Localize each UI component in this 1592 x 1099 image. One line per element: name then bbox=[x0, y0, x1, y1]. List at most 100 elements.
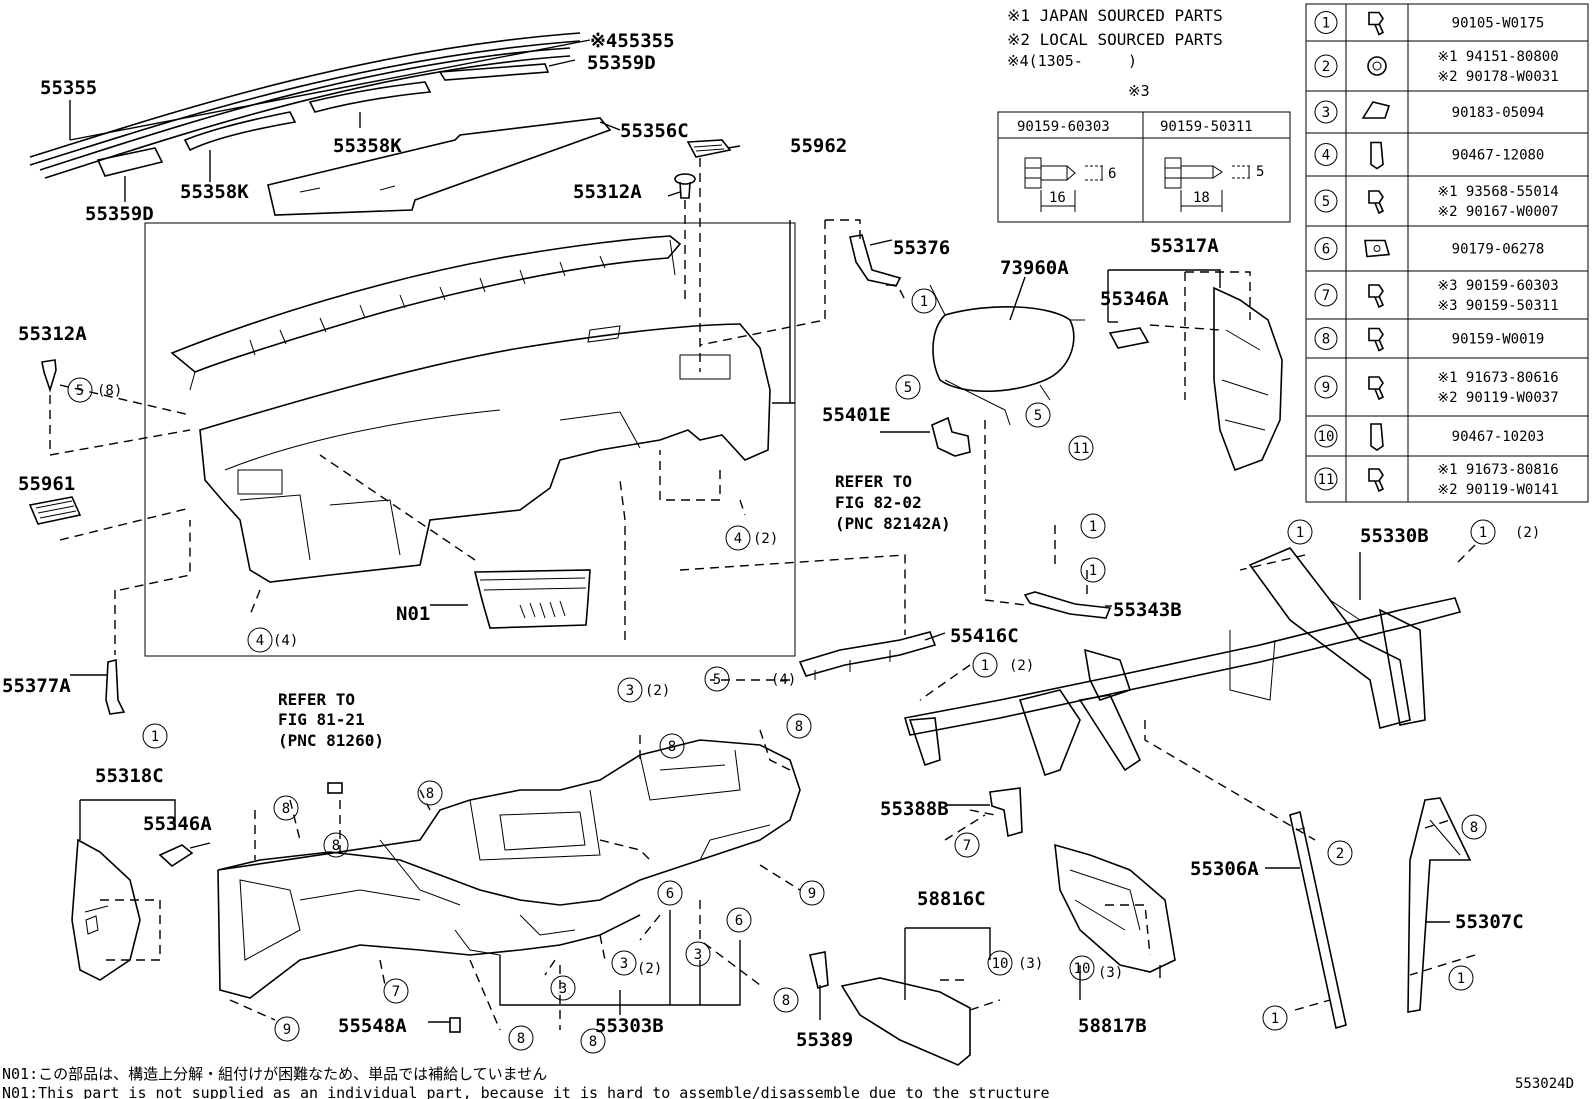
clip-55548a bbox=[449, 1017, 461, 1033]
fastener-number-6 bbox=[1314, 237, 1338, 260]
callout-4 bbox=[725, 525, 751, 551]
callout-5 bbox=[1025, 402, 1051, 428]
fastener-part-number: ※3 90159-50311 bbox=[1437, 298, 1558, 314]
callout-number: 6 bbox=[735, 913, 743, 929]
speaker-grille bbox=[686, 139, 732, 158]
callout-number: 5 bbox=[76, 383, 84, 399]
fastener-part-number: 90159-W0019 bbox=[1452, 332, 1545, 348]
svg-text:FIG 82-02: FIG 82-02 bbox=[835, 493, 922, 512]
quantity-labels: (8) (2) (4) (2) (4) (2) (2) (2) (3) (3) bbox=[97, 383, 1540, 981]
label-55356c: 55356C bbox=[620, 120, 689, 142]
brace-55306a bbox=[1289, 810, 1347, 1030]
callout-number: 8 bbox=[1470, 820, 1478, 836]
callout-4 bbox=[247, 627, 273, 653]
fastener-part-number: ※2 90178-W0031 bbox=[1437, 69, 1558, 85]
fastener-number-2 bbox=[1314, 54, 1338, 78]
label-55359d-bottom: 55359D bbox=[85, 203, 154, 225]
fastener-part-number: ※3 90159-60303 bbox=[1437, 278, 1558, 294]
fastener-number-4 bbox=[1314, 143, 1338, 166]
qty-10-3-b: (3) bbox=[1098, 965, 1123, 981]
fastener-number-5 bbox=[1314, 189, 1338, 213]
callout-number: 5 bbox=[713, 672, 721, 688]
fastener-number-label: 10 bbox=[1318, 429, 1335, 445]
callout-2 bbox=[1327, 840, 1353, 866]
lower-frame-55303b bbox=[217, 739, 801, 999]
fastener-part-number: 90467-12080 bbox=[1452, 148, 1545, 164]
fastener-number-10 bbox=[1314, 424, 1338, 448]
fastener-number-label: 3 bbox=[1322, 105, 1330, 121]
qty-4-4: (4) bbox=[273, 633, 298, 649]
callout-number: 1 bbox=[981, 658, 989, 674]
bracket-55377a bbox=[105, 658, 126, 715]
callout-8 bbox=[417, 780, 443, 806]
callout-8 bbox=[273, 795, 299, 821]
instrument-panel bbox=[170, 235, 771, 583]
callout-8 bbox=[1461, 814, 1487, 840]
qty-3-2: (2) bbox=[645, 683, 670, 699]
square-nut-icon bbox=[1364, 239, 1391, 258]
bolt-icon bbox=[1368, 11, 1385, 36]
fastener-number-label: 8 bbox=[1322, 332, 1330, 348]
callout-5 bbox=[704, 666, 730, 692]
label-55355-s4: ※455355 bbox=[590, 30, 675, 52]
callout-number: 5 bbox=[1034, 408, 1042, 424]
callout-1 bbox=[1470, 519, 1496, 545]
fastener-number-label: 11 bbox=[1318, 472, 1335, 488]
dim-60303-length: 16 bbox=[1049, 190, 1066, 206]
label-55388b: 55388B bbox=[880, 798, 949, 820]
glove-box-58817b bbox=[1054, 843, 1176, 973]
leader-lines bbox=[49, 39, 1476, 1031]
callout-8 bbox=[786, 713, 812, 739]
callout-number: 3 bbox=[626, 683, 634, 699]
note-local-sourced: ※2 LOCAL SOURCED PARTS bbox=[1007, 30, 1223, 49]
clip-icon bbox=[1370, 423, 1384, 451]
callout-3 bbox=[685, 941, 711, 967]
fastener-part-number: ※2 90119-W0141 bbox=[1437, 482, 1558, 498]
callout-8 bbox=[323, 832, 349, 858]
callout-1 bbox=[1287, 519, 1313, 545]
callout-11 bbox=[1068, 435, 1094, 461]
label-55346a-left: 55346A bbox=[143, 813, 212, 835]
fastener-part-number: 90183-05094 bbox=[1452, 105, 1545, 121]
clip-55346a-left bbox=[158, 844, 194, 868]
svg-text:(PNC 82142A): (PNC 82142A) bbox=[835, 514, 951, 533]
label-55317a: 55317A bbox=[1150, 235, 1219, 257]
note-s4: ※4(1305- ) bbox=[1007, 52, 1137, 70]
callout-number: 1 bbox=[1296, 525, 1304, 541]
fastener-part-number: ※1 94151-80800 bbox=[1437, 49, 1558, 65]
label-55307c: 55307C bbox=[1455, 911, 1524, 933]
callout-number: 1 bbox=[1271, 1011, 1279, 1027]
fastener-part-number: ※1 91673-80816 bbox=[1437, 462, 1558, 478]
footer-note-jp: N01:この部品は、構造上分解・組付けが困難なため、単品では補給していません bbox=[2, 1065, 547, 1083]
callout-1 bbox=[1080, 557, 1106, 583]
qty-1-2-mid: (2) bbox=[1009, 658, 1034, 674]
callout-number: 10 bbox=[1074, 961, 1091, 977]
bracket-55388b bbox=[989, 787, 1023, 838]
callout-6 bbox=[657, 880, 683, 906]
bolt-icon bbox=[1368, 190, 1385, 215]
callout-number: 6 bbox=[666, 886, 674, 902]
fastener-number-label: 2 bbox=[1322, 59, 1330, 75]
qty-5-4: (4) bbox=[771, 672, 796, 688]
label-55358k-top: 55358K bbox=[333, 135, 402, 157]
label-55303b: 55303B bbox=[595, 1015, 664, 1037]
fastener-part-number: 90105-W0175 bbox=[1452, 16, 1545, 32]
label-58816c: 58816C bbox=[917, 888, 986, 910]
callout-number: 3 bbox=[620, 956, 628, 972]
callout-1 bbox=[1448, 965, 1474, 991]
callout-7 bbox=[954, 832, 980, 858]
callout-8 bbox=[659, 733, 685, 759]
label-55359d-top: 55359D bbox=[587, 52, 656, 74]
callout-number: 10 bbox=[992, 956, 1009, 972]
callout-5 bbox=[67, 377, 93, 403]
fastener-number-label: 6 bbox=[1322, 242, 1330, 258]
fastener-part-number: ※1 93568-55014 bbox=[1437, 184, 1558, 200]
qty-1-2-right: (2) bbox=[1515, 525, 1540, 541]
fastener-part-number: ※2 90119-W0037 bbox=[1437, 390, 1558, 406]
callout-1 bbox=[1262, 1005, 1288, 1031]
table-col2: 90159-50311 bbox=[1160, 119, 1253, 135]
glove-box-58816c bbox=[840, 977, 971, 1066]
